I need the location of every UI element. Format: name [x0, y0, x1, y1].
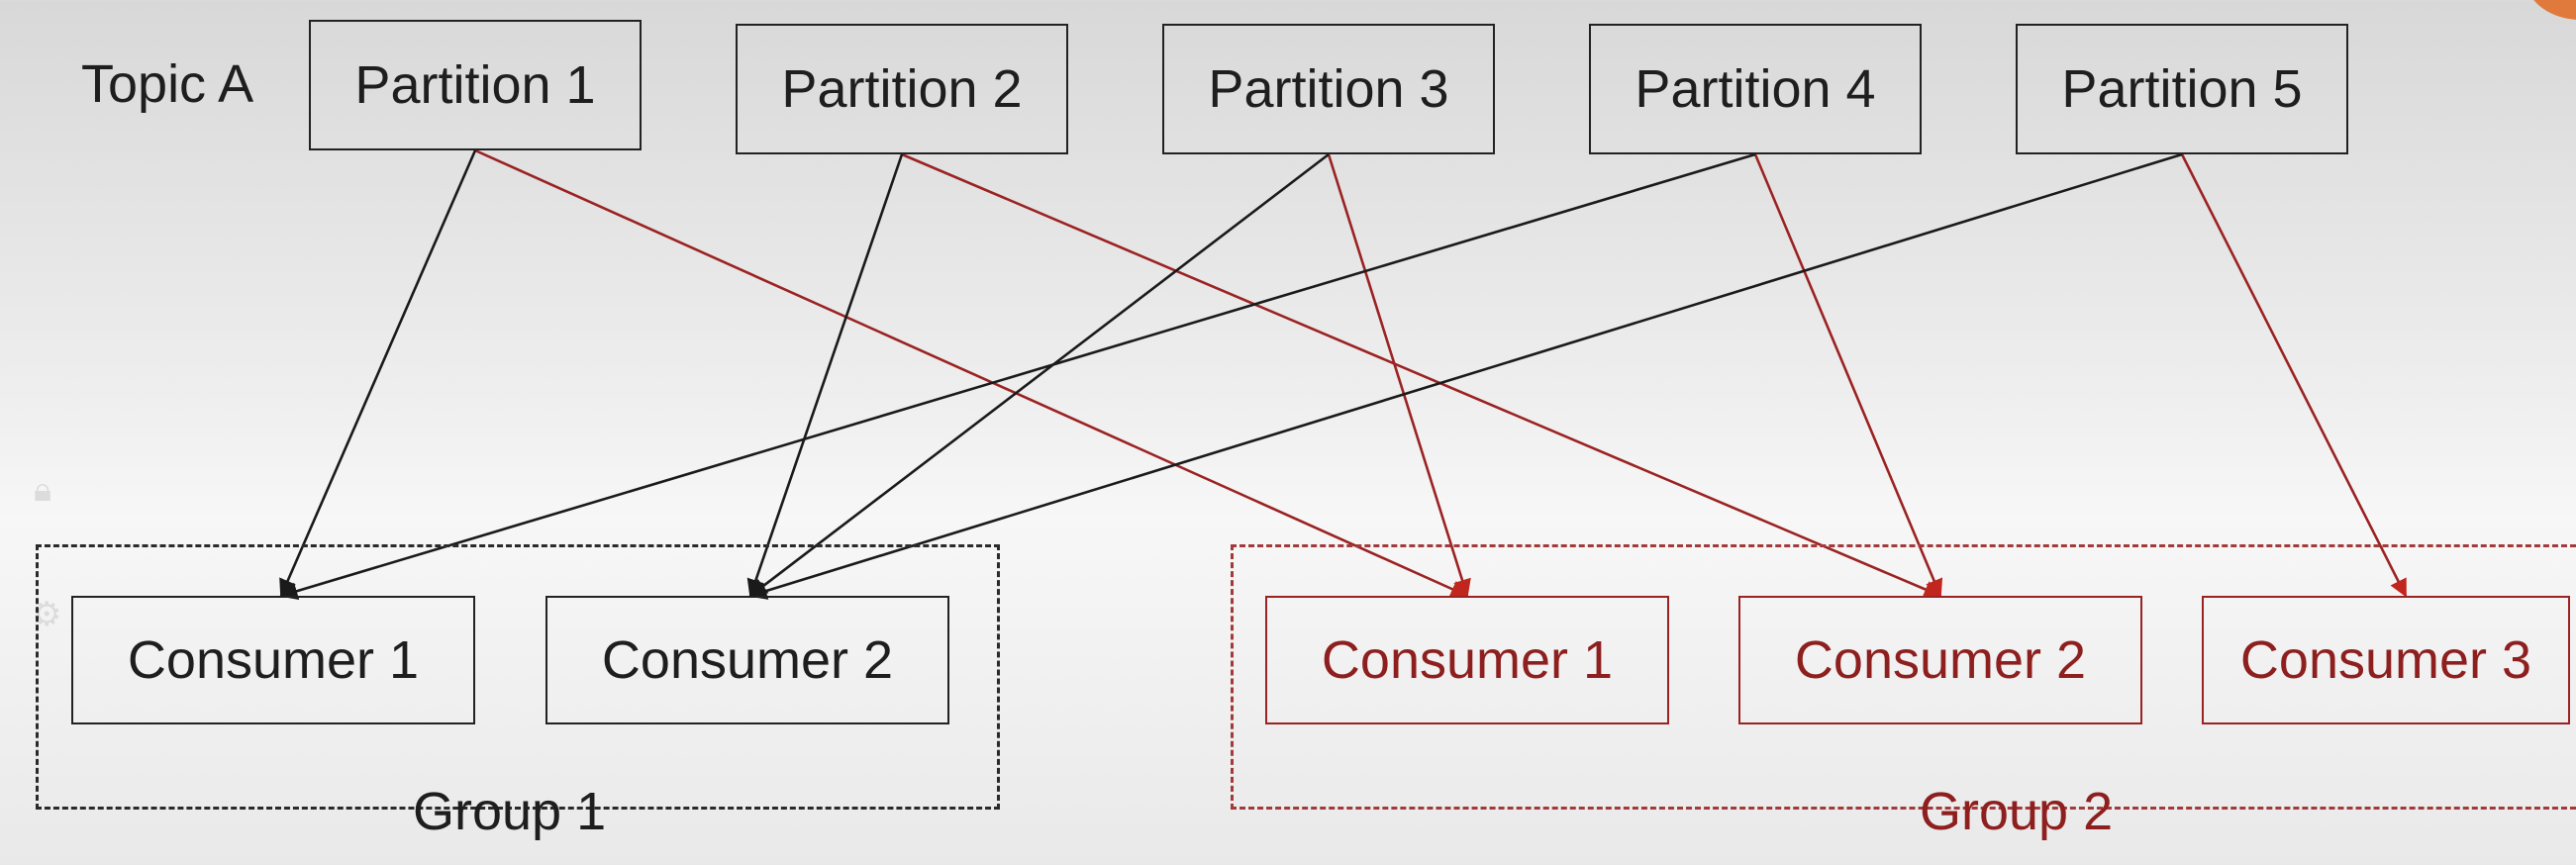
partition-1-box: Partition 1: [309, 20, 642, 150]
group-1-container: Group 1: [36, 544, 1000, 838]
group-1-consumer-2-box: Consumer 2: [545, 596, 949, 724]
group-1-arrow-partition-1-to-consumer-1: [279, 149, 477, 598]
group-2-arrow-partition-5-to-consumer-3: [2180, 153, 2408, 598]
group-1-arrow-partition-3-to-consumer-2: [748, 152, 1330, 598]
lock-icon: 🔒︎: [34, 471, 52, 509]
group-2-consumer-3-label: Consumer 3: [2239, 630, 2532, 690]
partition-5-label: Partition 5: [2061, 59, 2303, 119]
topic-label: Topic A: [81, 54, 254, 114]
group-2-arrow-partition-3-to-consumer-1: [1327, 153, 1471, 598]
partition-4-label: Partition 4: [1635, 59, 1876, 119]
group-1-arrow-partition-4-to-consumer-1: [279, 152, 1756, 601]
partition-5-box: Partition 5: [2016, 24, 2348, 154]
group-1-arrow-partition-5-to-consumer-2: [748, 152, 2183, 600]
group-2-consumer-3-box: Consumer 3: [2202, 596, 2570, 724]
partition-1-label: Partition 1: [354, 55, 596, 115]
partition-3-box: Partition 3: [1162, 24, 1495, 154]
group-2-arrow-partition-4-to-consumer-2: [1753, 153, 1943, 598]
partition-4-box: Partition 4: [1589, 24, 1922, 154]
group-2-consumer-2-box: Consumer 2: [1738, 596, 2142, 724]
group-2-arrow-partition-1-to-consumer-1: [474, 148, 1469, 598]
group-2-container: Group 2: [1231, 544, 2576, 838]
partition-2-box: Partition 2: [736, 24, 1068, 154]
group-2-label: Group 2: [1920, 782, 2114, 841]
corner-accent-shape: [2526, 0, 2576, 20]
partition-2-label: Partition 2: [781, 59, 1023, 119]
group-1-arrow-partition-2-to-consumer-2: [746, 153, 904, 598]
group-1-label: Group 1: [413, 782, 607, 841]
group-1-consumer-1-label: Consumer 1: [127, 630, 420, 690]
group-1-consumer-1-box: Consumer 1: [71, 596, 475, 724]
group-1-consumer-2-label: Consumer 2: [601, 630, 894, 690]
partition-3-label: Partition 3: [1208, 59, 1449, 119]
group-2-consumer-1-label: Consumer 1: [1321, 630, 1614, 690]
group-2-arrow-partition-2-to-consumer-2: [901, 152, 1942, 598]
group-2-consumer-2-label: Consumer 2: [1794, 630, 2087, 690]
group-2-consumer-1-box: Consumer 1: [1265, 596, 1669, 724]
